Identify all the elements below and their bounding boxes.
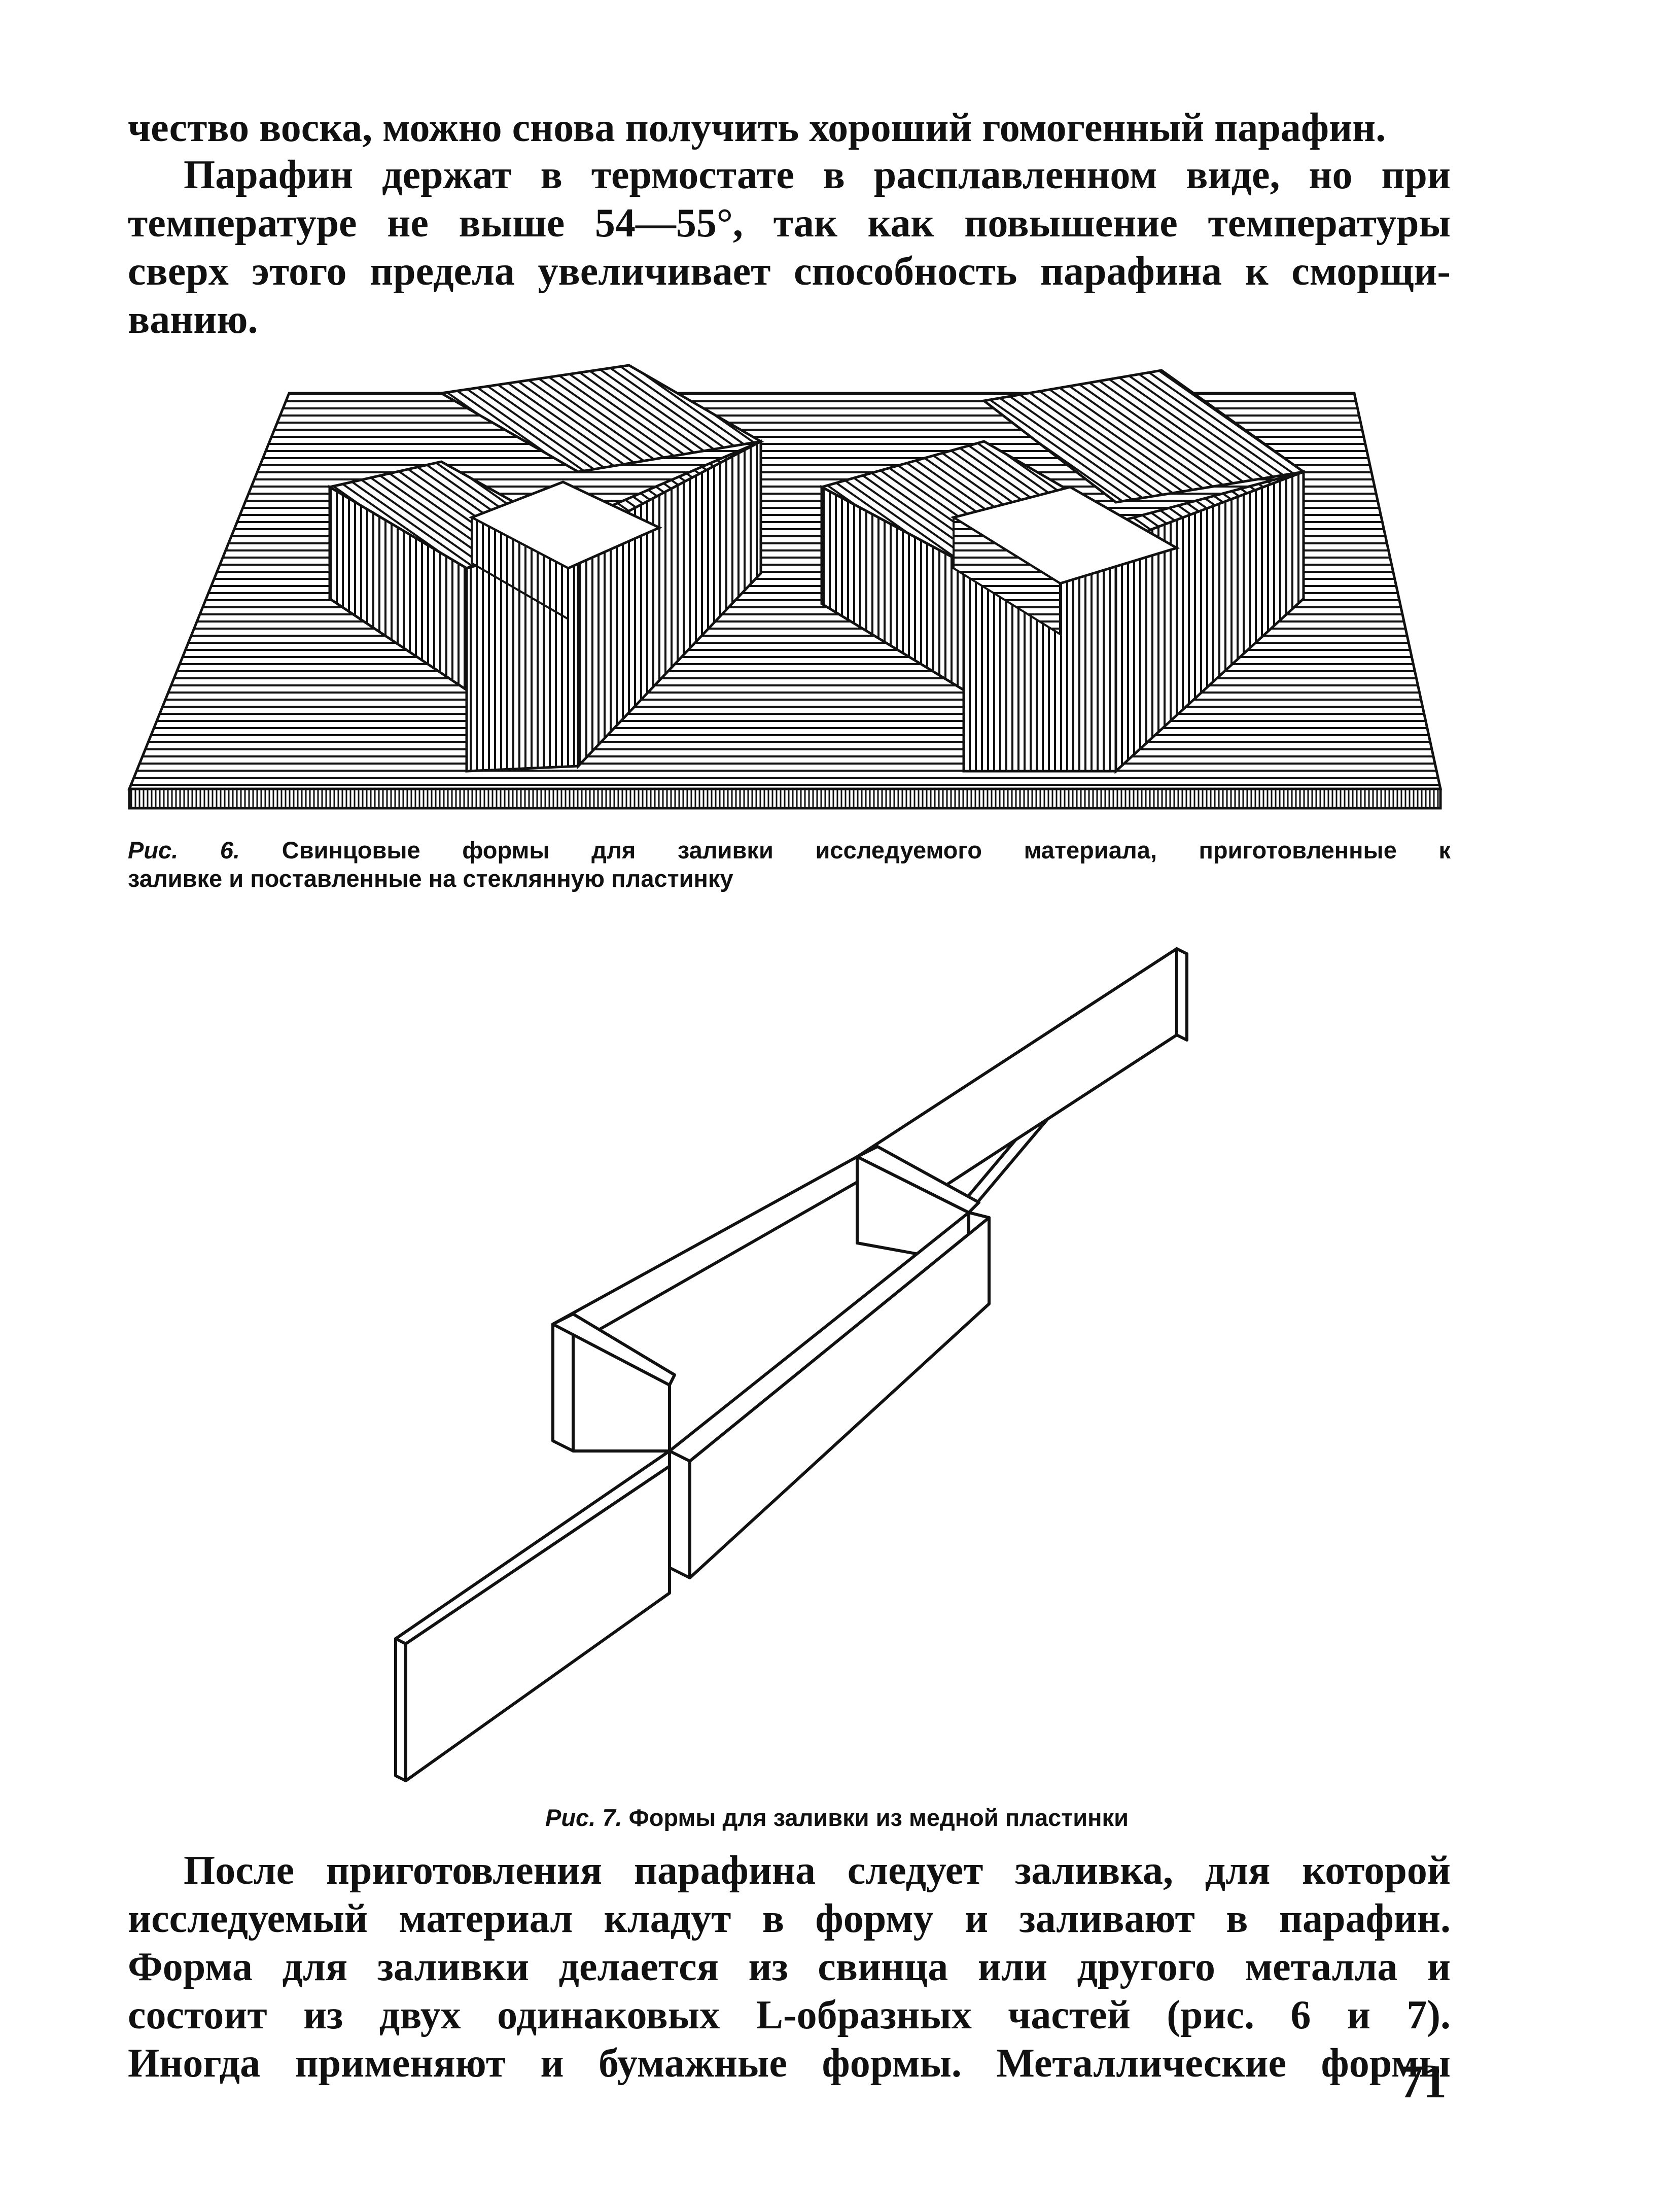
text-line: После приготовления парафина следует зал… <box>184 1848 1451 1893</box>
paragraph-paraffin-temperature: Парафин держат в термостате в расплавлен… <box>128 151 1451 344</box>
text-line: температуре не выше 54—55°, так как повы… <box>128 201 1451 246</box>
figure-6-label: Рис. 6. <box>128 837 240 863</box>
left-lead-mold <box>326 364 765 773</box>
figure-6-lead-molds-illustration <box>127 364 1443 810</box>
glass-plate-edge <box>128 787 1442 810</box>
figure-6-caption-line2: заливке и поставленные на стеклянную пла… <box>128 865 733 892</box>
text-line: Форма для заливки делается из свинца или… <box>128 1945 1451 1989</box>
paragraph-continuation: чество воска, можно снова получить хорош… <box>128 104 1451 152</box>
figure-7-copper-mold-illustration <box>394 947 1188 1782</box>
figure-7-caption: Рис. 7. Формы для заливки из медной плас… <box>406 1804 1268 1832</box>
figure-6-caption-line1: Свинцовые формы для заливки исследуемого… <box>282 837 1451 863</box>
text-line: чество воска, можно снова получить хорош… <box>128 106 1386 150</box>
text-line: Иногда применяют и бумажные формы. Метал… <box>128 2041 1451 2086</box>
text-line: ванию. <box>128 297 258 342</box>
paragraph-embedding: После приготовления парафина следует зал… <box>128 1847 1451 2088</box>
right-lead-mold <box>818 369 1307 774</box>
text-line: сверх этого предела увеличивает способно… <box>128 249 1451 294</box>
text-line: исследуемый материал кладут в форму и за… <box>128 1896 1451 1941</box>
figure-7-caption-text: Формы для заливки из медной пластинки <box>628 1804 1129 1831</box>
figure-7-label: Рис. 7. <box>545 1804 622 1831</box>
figure-6-caption: Рис. 6. Свинцовые формы для заливки иссл… <box>128 836 1451 893</box>
page-number: 71 <box>1400 2056 1447 2107</box>
text-line: Парафин держат в термостате в расплавлен… <box>184 153 1451 197</box>
text-line: состоит из двух одинаковых L-образных ча… <box>128 1993 1451 2037</box>
